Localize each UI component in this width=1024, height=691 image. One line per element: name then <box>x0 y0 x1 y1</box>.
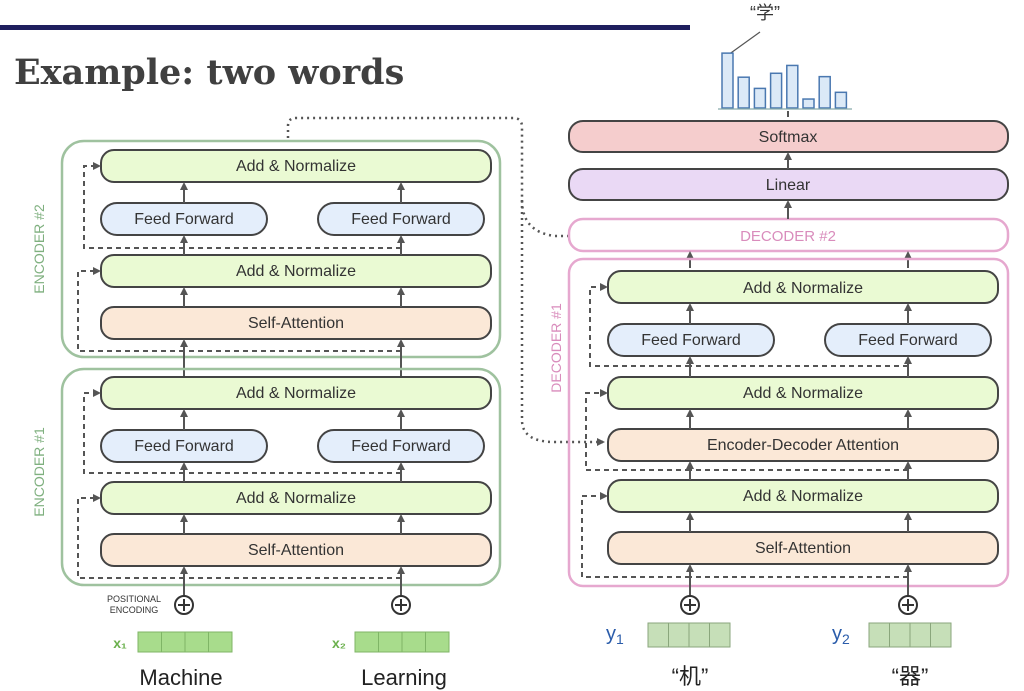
enc2-self-attention-label: Self-Attention <box>248 315 344 332</box>
dec1-encoder-decoder-attention <box>607 428 999 462</box>
y2-letter: y <box>832 623 842 645</box>
encoder-decoder-connections <box>286 116 605 446</box>
dec1-residuals <box>581 283 908 578</box>
encoder-2-label: ENCODER #2 <box>31 204 47 294</box>
dec1-add-normalize-low-label: Add & Normalize <box>743 488 863 505</box>
input-word-machine: Machine <box>139 665 222 690</box>
decoder-input-word-2: “器” <box>892 664 929 689</box>
plus-icon <box>174 595 194 615</box>
probability-bar <box>769 72 783 109</box>
decoder-input-word-1: “机” <box>672 664 709 689</box>
enc2-add-normalize-bottom <box>100 254 492 288</box>
x2-embedding-vector <box>354 631 450 653</box>
enc2-feed-forward-left-label: Feed Forward <box>134 211 234 228</box>
plus-icon <box>391 595 411 615</box>
probability-bar <box>737 76 750 109</box>
y1-embedding-vector <box>647 622 731 648</box>
enc1-self-attention <box>100 533 492 567</box>
decoder-top: Softmax Linear DECODER #2 <box>567 111 1010 268</box>
enc2-add-normalize-bottom-label: Add & Normalize <box>236 263 356 280</box>
encoder-1-label: ENCODER #1 <box>31 427 47 517</box>
softmax-label: Softmax <box>759 129 818 146</box>
dec1-feed-forward-right-label: Feed Forward <box>858 332 958 349</box>
enc1-add-normalize-bottom <box>100 481 492 515</box>
plus-icon <box>898 595 918 615</box>
enc1-feed-forward-right-label: Feed Forward <box>351 438 451 455</box>
encoder-1-frame <box>60 367 502 587</box>
x1-label: x₁ <box>113 635 127 651</box>
decoder-1-label: DECODER #1 <box>548 303 564 393</box>
y2-subscript: 2 <box>842 631 850 647</box>
dec1-feed-forward-left-label: Feed Forward <box>641 332 741 349</box>
x1-embedding-vector <box>137 631 233 653</box>
encoder-inputs: POSITIONAL ENCODING x₁ x₂ Machine Learn <box>107 594 450 690</box>
decoder-1-frame <box>567 257 1010 588</box>
probability-bar <box>786 64 799 109</box>
positional-encoding-label-line1: POSITIONAL <box>107 594 161 604</box>
enc2-add-normalize-top <box>100 149 492 183</box>
output-pointer-line <box>727 31 761 56</box>
y1-label: y1 <box>606 623 624 647</box>
y1-letter: y <box>606 623 616 645</box>
y1-subscript: 1 <box>616 631 624 647</box>
output-word-label: “学” <box>750 3 780 23</box>
probability-bar <box>753 87 767 109</box>
x2-label: x₂ <box>332 635 346 651</box>
encoder-2: ENCODER #2 Add & Normalize Feed Forward … <box>31 139 502 390</box>
enc1-add-normalize-top <box>100 376 492 410</box>
dec1-add-normalize-top-label: Add & Normalize <box>743 280 863 297</box>
enc1-add-normalize-bottom-label: Add & Normalize <box>236 490 356 507</box>
encoder-1: ENCODER #1 Add & Normalize Feed Forward … <box>31 367 502 596</box>
slide-title: Example: two words <box>14 52 405 93</box>
enc1-self-attention-label: Self-Attention <box>248 542 344 559</box>
decoder-2-label: DECODER #2 <box>740 228 836 245</box>
y2-label: y2 <box>832 623 850 647</box>
enc2-add-normalize-top-label: Add & Normalize <box>236 158 356 175</box>
dec1-add-normalize-low <box>607 479 999 513</box>
y2-embedding-vector <box>868 622 952 648</box>
probability-bar <box>818 75 831 109</box>
dec1-self-attention-label: Self-Attention <box>755 540 851 557</box>
enc2-residuals <box>77 162 401 352</box>
probability-bars <box>721 52 848 109</box>
enc1-residuals <box>77 389 401 579</box>
softmax-output-distribution: “学” <box>718 3 852 110</box>
enc2-feed-forward-right-label: Feed Forward <box>351 211 451 228</box>
decoder-inputs: y1 y2 “机” “器” <box>606 595 952 689</box>
probability-bar <box>721 52 734 109</box>
dec1-add-normalize-mid-label: Add & Normalize <box>743 385 863 402</box>
plus-icon <box>680 595 700 615</box>
dec1-arrows <box>686 303 912 596</box>
probability-bar <box>802 98 815 109</box>
input-word-learning: Learning <box>361 665 447 690</box>
enc1-add-normalize-top-label: Add & Normalize <box>236 385 356 402</box>
probability-bar <box>834 91 848 109</box>
dec1-encoder-decoder-attention-label: Encoder-Decoder Attention <box>707 437 899 454</box>
decoder-1: DECODER #1 Add & Normalize Feed Forward … <box>548 257 1010 596</box>
positional-encoding-label-line2: ENCODING <box>110 605 159 615</box>
dec1-self-attention <box>607 531 999 565</box>
title-underline <box>0 25 690 30</box>
encoder-2-frame <box>60 139 502 359</box>
linear-label: Linear <box>766 177 811 194</box>
enc1-feed-forward-left-label: Feed Forward <box>134 438 234 455</box>
enc2-self-attention <box>100 306 492 340</box>
dec1-add-normalize-top <box>607 270 999 304</box>
dec1-add-normalize-mid <box>607 376 999 410</box>
